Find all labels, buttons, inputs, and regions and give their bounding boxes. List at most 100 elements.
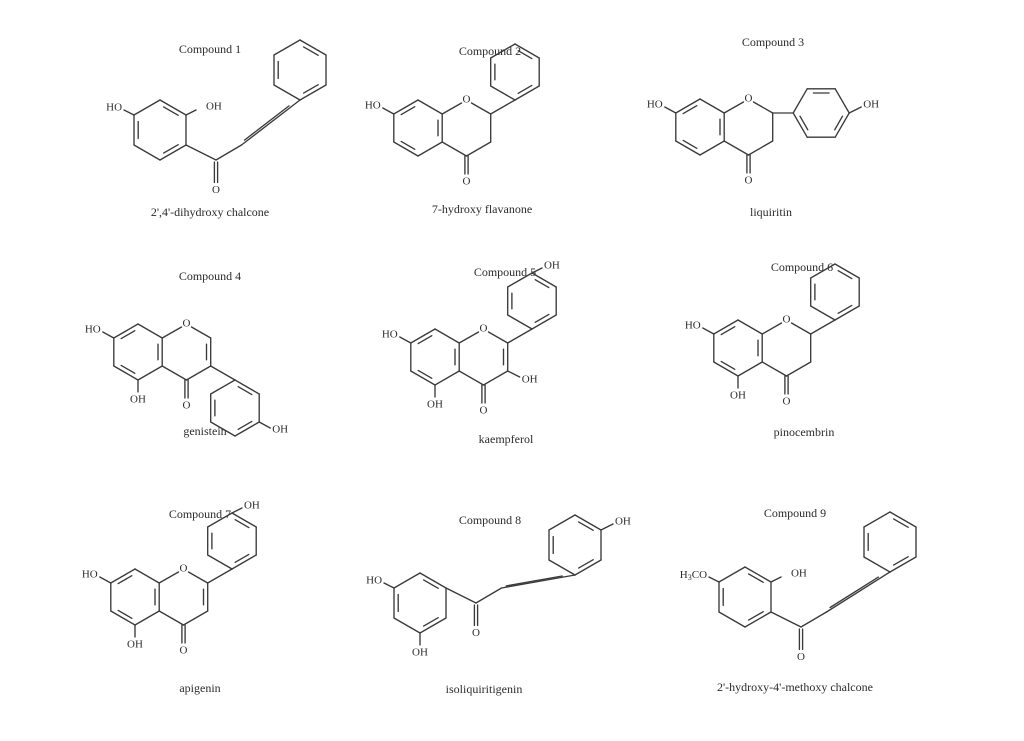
bond (834, 305, 860, 321)
bond (825, 571, 891, 613)
bond (837, 270, 853, 280)
compound-name: 2'-hydroxy-4'-methoxy chalcone (717, 680, 873, 694)
bond (445, 587, 477, 604)
bond (441, 141, 468, 157)
bond (393, 99, 419, 115)
bond (237, 420, 253, 430)
bond (393, 617, 421, 634)
bond (185, 109, 197, 116)
bond (383, 582, 395, 589)
bond (231, 507, 243, 514)
hydroxyl-label: HO (365, 100, 381, 112)
hydroxyl-label: OH (244, 500, 260, 512)
bond (400, 140, 416, 150)
hydroxyl-label: OH (863, 99, 879, 111)
bond (834, 115, 844, 131)
bond (800, 611, 828, 628)
bond (234, 379, 260, 395)
bond (117, 575, 133, 585)
bond (702, 327, 715, 335)
bond (699, 140, 725, 156)
bond (531, 272, 557, 288)
bond (243, 105, 290, 141)
bond (577, 521, 594, 531)
bond (790, 322, 812, 335)
bond (113, 323, 139, 339)
bond (713, 319, 739, 335)
carbonyl-oxygen: O (180, 645, 188, 657)
compound-title: Compound 5 (474, 265, 536, 279)
bond (531, 267, 543, 274)
bond (889, 556, 917, 573)
hydroxyl-label: OH (791, 568, 807, 580)
bond (133, 144, 161, 161)
bond (792, 112, 808, 138)
bond (708, 576, 720, 583)
compound-title: Compound 2 (459, 44, 521, 58)
hydroxyl-label: HO (82, 569, 98, 581)
bond (434, 370, 460, 386)
bond (770, 576, 782, 583)
bond (162, 144, 179, 154)
bond (892, 556, 909, 566)
bond (302, 84, 319, 94)
hydroxyl-label: HO (85, 324, 101, 336)
hydroxyl-label: HO (647, 99, 663, 111)
bond (574, 559, 602, 576)
bond (117, 609, 133, 619)
bond (475, 587, 503, 604)
hydroxyl-label: HO (106, 102, 122, 114)
compound-title: Compound 8 (459, 513, 521, 527)
carbonyl-oxygen: O (212, 184, 220, 196)
hydroxyl-label: OH (544, 260, 560, 272)
bond (834, 263, 860, 279)
bond (458, 370, 485, 386)
bond (399, 336, 412, 344)
hydroxyl-label: OH (272, 424, 288, 436)
carbonyl-oxygen: O (472, 627, 480, 639)
bond (123, 109, 135, 116)
compound-name: isoliquiritigenin (446, 682, 523, 696)
bond (848, 106, 862, 114)
bond (487, 331, 509, 344)
bond (507, 328, 533, 344)
hydroxyl-label: HO (366, 575, 382, 587)
bond (159, 144, 187, 161)
bond (99, 576, 112, 584)
bond (234, 553, 250, 563)
ring-oxygen: O (180, 563, 188, 575)
bond (534, 279, 550, 289)
bond (675, 98, 701, 114)
hydroxyl-label: HO (382, 329, 398, 341)
bond (410, 328, 436, 344)
compound-title: Compound 3 (742, 35, 804, 49)
bond (737, 319, 763, 335)
bond (162, 106, 179, 116)
bond (185, 144, 217, 161)
bond (490, 85, 516, 101)
bond (675, 140, 701, 156)
compound-name: kaempferol (479, 432, 534, 446)
bond (207, 568, 233, 584)
bond (134, 568, 160, 584)
hydroxyl-label: HO (685, 320, 701, 332)
bond (744, 611, 772, 628)
hydroxyl-label: OH (412, 647, 428, 659)
bond (258, 421, 271, 429)
carbonyl-oxygen: O (797, 651, 805, 663)
bond (723, 101, 745, 114)
carbonyl-oxygen: O (183, 400, 191, 412)
bond (110, 568, 136, 584)
bond (517, 50, 533, 60)
bond (810, 319, 836, 335)
bond (137, 323, 163, 339)
bond (210, 379, 236, 395)
bond (723, 140, 750, 156)
bond (231, 554, 257, 570)
